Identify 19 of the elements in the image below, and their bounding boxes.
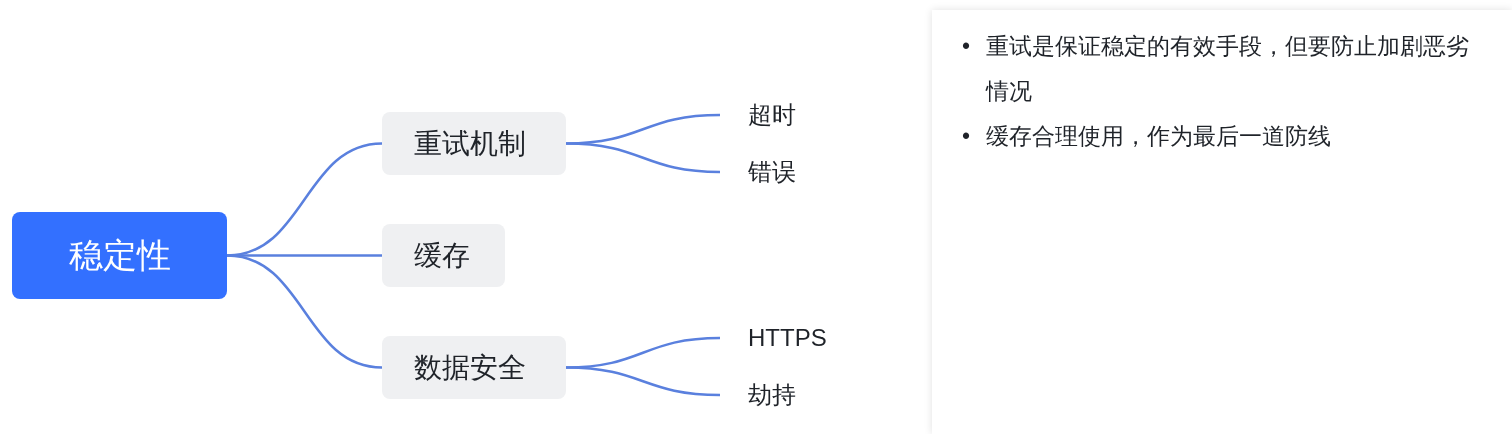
topic-text: 稳定性 xyxy=(68,235,171,276)
subtopic-label: 超时 xyxy=(748,100,796,130)
bullet: • xyxy=(960,122,972,151)
topic-text: 重试机制 xyxy=(414,126,526,161)
subtopic-label: 劫持 xyxy=(748,380,796,410)
topic-text: 数据安全 xyxy=(414,350,526,385)
connector-curve xyxy=(565,142,721,174)
topic-box xyxy=(382,112,566,175)
bullet-note: 缓存合理使用，作为最后一道防线 xyxy=(986,122,1331,151)
connector-curve xyxy=(226,254,383,369)
topic-box xyxy=(382,224,505,287)
subtopic-label: HTTPS xyxy=(748,323,827,353)
subtopic-label: 错误 xyxy=(748,157,796,187)
bullet: • xyxy=(960,32,972,61)
bullet-note: 重试是保证稳定的有效手段，但要防止加剧恶劣情况 xyxy=(986,32,1470,106)
topic-text: 缓存 xyxy=(414,238,470,273)
topic-box xyxy=(382,336,566,399)
connector-curve xyxy=(565,366,721,397)
root-topic-box xyxy=(12,212,227,299)
